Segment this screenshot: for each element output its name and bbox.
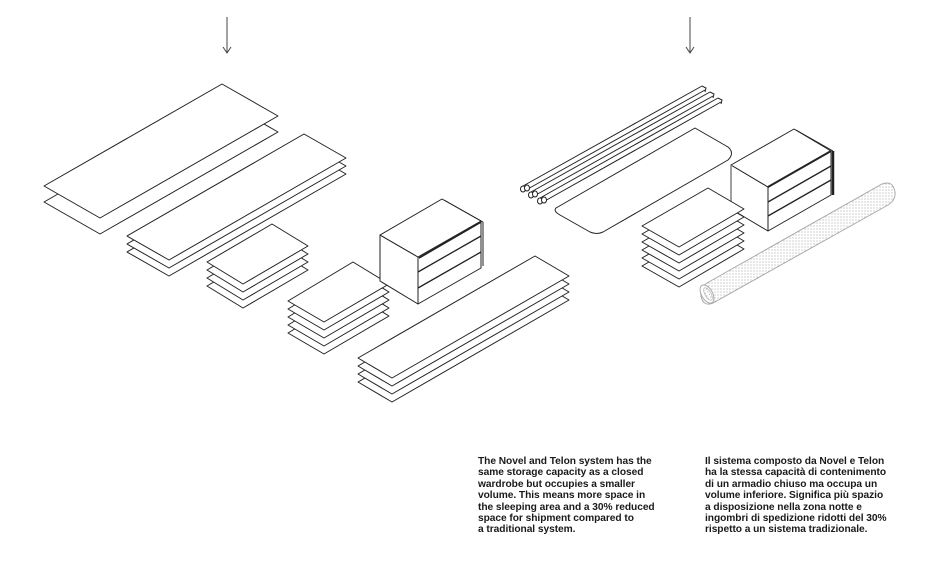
- rounded-shelf-panel: [554, 127, 732, 234]
- text-line: ha la stessa capacità di contenimento: [705, 467, 887, 479]
- text-line: di un armadio chiuso ma occupa un: [705, 478, 878, 490]
- fabric-roll: [699, 182, 896, 305]
- chest-of-drawers-left: [379, 198, 484, 305]
- down-arrow-left-icon: [222, 17, 232, 54]
- text-line: Il sistema composto da Novel e Telon: [705, 456, 885, 467]
- text-line: volume. This means more space in: [478, 490, 646, 502]
- long-panels-triple: [126, 133, 347, 277]
- text-line: The Novel and Telon system has the: [478, 456, 652, 467]
- description-italian: Il sistema composto da Novel e Telon ha …: [705, 456, 925, 536]
- text-line: wardrobe but occupies a smaller: [478, 478, 635, 490]
- text-line: a traditional system.: [478, 524, 576, 536]
- text-line: ingombri di spedizione ridotti del 30%: [705, 513, 887, 525]
- text-line: rispetto a un sistema tradizionale.: [705, 524, 868, 536]
- text-line: the sleeping area and a 30% reduced: [478, 501, 655, 513]
- long-panels-stack-4: [357, 255, 570, 403]
- short-panels-stack-4: [206, 223, 309, 309]
- text-line: a disposizione nella zona notte e: [705, 501, 862, 513]
- long-panels-pair: [43, 83, 279, 235]
- chest-of-drawers-right: [730, 128, 835, 232]
- text-line: volume inferiore. Significa più spazio: [705, 490, 884, 502]
- description-english: The Novel and Telon system has the same …: [478, 456, 698, 536]
- text-line: space for shipment compared to: [478, 513, 634, 525]
- down-arrow-right-icon: [685, 17, 695, 54]
- rods-set: [520, 85, 723, 205]
- text-line: same storage capacity as a closed: [478, 467, 644, 479]
- short-panels-stack-6: [641, 187, 745, 288]
- short-panels-stack-5: [287, 261, 390, 355]
